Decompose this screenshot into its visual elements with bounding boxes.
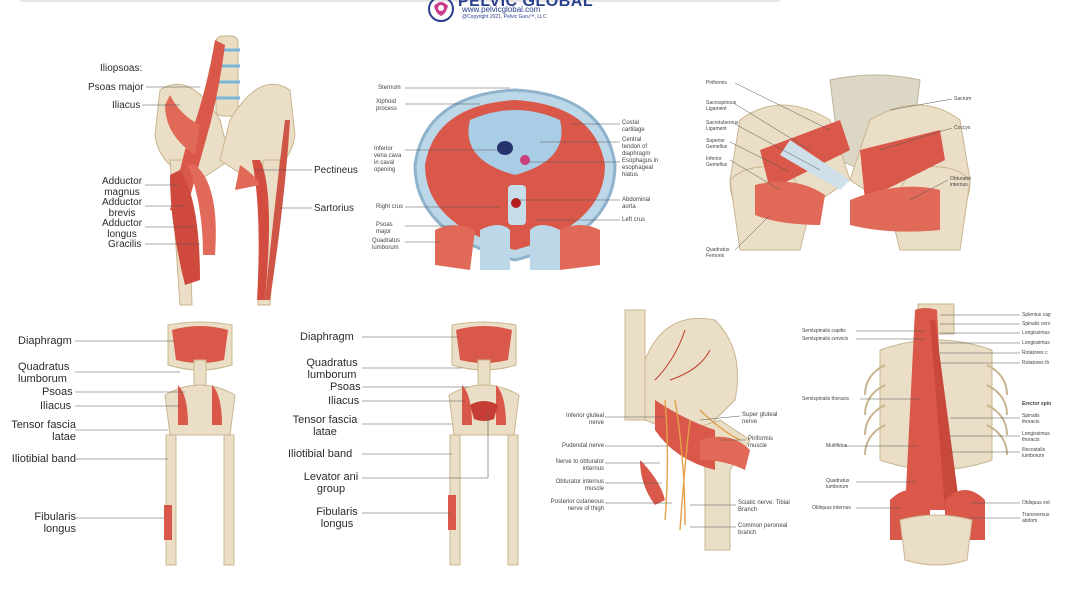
label-erector-spinae: Erector spin <box>1022 401 1052 407</box>
label-quadratus-lumborum-d: Quadratus lumborum <box>372 238 401 251</box>
label-obliquus-ext: Obliquus ext <box>1022 500 1050 506</box>
label-quadratus-lumborum-s2: Quadratus lumborum <box>306 357 358 381</box>
label-quadratus-lumborum-s1: Quadratus lumborum <box>18 361 70 385</box>
label-iliacus: Iliacus <box>112 100 141 111</box>
label-inferior-gluteal-nerve: Inferior gluteal nerve <box>565 413 604 426</box>
label-itb-s2: Iliotibial band <box>288 448 353 460</box>
label-left-crus: Left crus <box>622 217 646 223</box>
label-superior-gemellus: Superior Gemellus <box>706 138 728 150</box>
label-pudendal-nerve: Pudendal nerve <box>561 443 604 449</box>
label-longissimus-2: Longissimus <box>1022 340 1050 346</box>
label-central-tendon: Central tendon of diaphragm <box>622 137 651 157</box>
label-abdominal-aorta: Abdominal aorta <box>622 197 651 210</box>
label-iliacus-s2: Iliacus <box>328 395 360 407</box>
label-posterior-cutaneous-nerve: Posterior cutaneous nerve of thigh <box>550 499 604 512</box>
label-diaphragm-s1: Diaphragm <box>18 335 72 347</box>
label-piriformis: Piriformis <box>706 80 727 86</box>
label-xiphoid-process: Xiphoid process <box>376 99 398 112</box>
label-multifidus: Multifidus <box>826 443 848 449</box>
label-psoas-major: Psoas major <box>88 82 144 93</box>
label-quadratus-lumborum-b: Quadratus lumborum <box>826 478 850 490</box>
label-fibularis-s1: Fibularis longus <box>34 511 76 535</box>
label-common-peroneal: Common peroneal branch <box>738 523 788 536</box>
label-sacrospinous: Sacrospinous Ligament <box>706 100 737 112</box>
logo-copyright: @Copyright 2021, Pelvic Guru™, LLC <box>462 14 547 20</box>
logo-title: PELVIC GLOBAL <box>458 0 594 10</box>
label-psoas-major-d: Psoas major <box>376 222 393 235</box>
label-quadratus-femoris: Quadratus Femoris <box>706 247 730 259</box>
label-inferior-gemellus: Inferior Gemellus <box>706 156 728 168</box>
label-psoas-s2: Psoas <box>330 381 361 393</box>
label-itb-s1: Iliotibial band <box>11 453 76 465</box>
label-transversus-abdominis: Transversus abdom <box>1022 512 1050 524</box>
logo-icon <box>428 0 454 22</box>
label-psoas-s1: Psoas <box>42 386 73 398</box>
label-sartorius: Sartorius <box>314 203 355 214</box>
label-super-gluteal-nerve: Super gluteal nerve <box>742 412 778 425</box>
label-rotatores-th: Rotatores th <box>1022 360 1050 366</box>
label-adductor-longus: Adductor longus <box>102 218 143 240</box>
label-fibularis-s2: Fibularis longus <box>316 506 358 530</box>
label-diaphragm-s2: Diaphragm <box>300 331 354 343</box>
label-splenius-cap: Splenius cap <box>1022 312 1051 318</box>
label-sacrotuberous: Sacrotuberous Ligament <box>706 120 739 132</box>
label-pectineus: Pectineus <box>314 165 358 176</box>
label-adductor-magnus: Adductor magnus <box>102 176 143 198</box>
label-semispinalis-thoracis: Semispinalis thoracis <box>802 396 849 402</box>
label-iliopsoas: Iliopsoas: <box>100 63 143 74</box>
label-iliacus-s1: Iliacus <box>40 400 72 412</box>
label-spinalis-cerv: Spinalis cerv <box>1022 321 1051 327</box>
label-coccyx: Coccyx <box>954 125 971 131</box>
label-longissimus-thoracis: Longissimus thoracis <box>1022 431 1050 443</box>
label-obturator-internus-muscle: Obturator internus muscle <box>555 479 604 492</box>
label-iliocostalis-lumborum: Iliocostalis lumborum <box>1022 447 1046 459</box>
label-costal-cartilage: Costal cartilage <box>622 120 645 133</box>
label-sternum: Sternum <box>378 85 401 91</box>
label-gracilis: Gracilis <box>108 239 142 250</box>
label-tfl-s1: Tensor fascia latae <box>11 419 76 443</box>
label-spinalis-thoracis: Spinalis thoracis <box>1022 413 1040 425</box>
label-adductor-brevis: Adductor brevis <box>102 197 143 219</box>
label-obliquus-internus: Obliquus internus <box>812 505 851 511</box>
label-tfl-s2: Tensor fascia latae <box>292 414 358 438</box>
label-nerve-obturator-internus: Nerve to obturator internus <box>555 459 604 472</box>
label-rotatores-c: Rotatores c <box>1022 350 1048 356</box>
label-semispinalis-cervicis: Semispinalis cervicis <box>802 336 849 342</box>
label-inferior-vena-cava: Inferior vena cava in caval opening <box>374 146 402 173</box>
top-divider <box>20 0 780 2</box>
logo-url: www.pelvicglobal.com <box>462 5 541 14</box>
label-longissimus-1: Longissimus <box>1022 330 1050 336</box>
label-esophagus: Esophagus in esophageal hiatus <box>622 158 659 178</box>
label-sacrum: Sacrum <box>954 96 972 102</box>
label-levator-ani-s2: Levator ani group <box>303 471 359 495</box>
label-right-crus: Right crus <box>376 204 404 210</box>
label-obturator-internus: Obturator internus <box>950 176 972 188</box>
label-semispinalis-capitis: Semispinalis capitis <box>802 328 846 334</box>
label-sciatic-tibial: Sciatic nerve: Tibial Branch <box>738 500 790 513</box>
label-piriformis-muscle: Piriformis muscle <box>748 436 773 449</box>
